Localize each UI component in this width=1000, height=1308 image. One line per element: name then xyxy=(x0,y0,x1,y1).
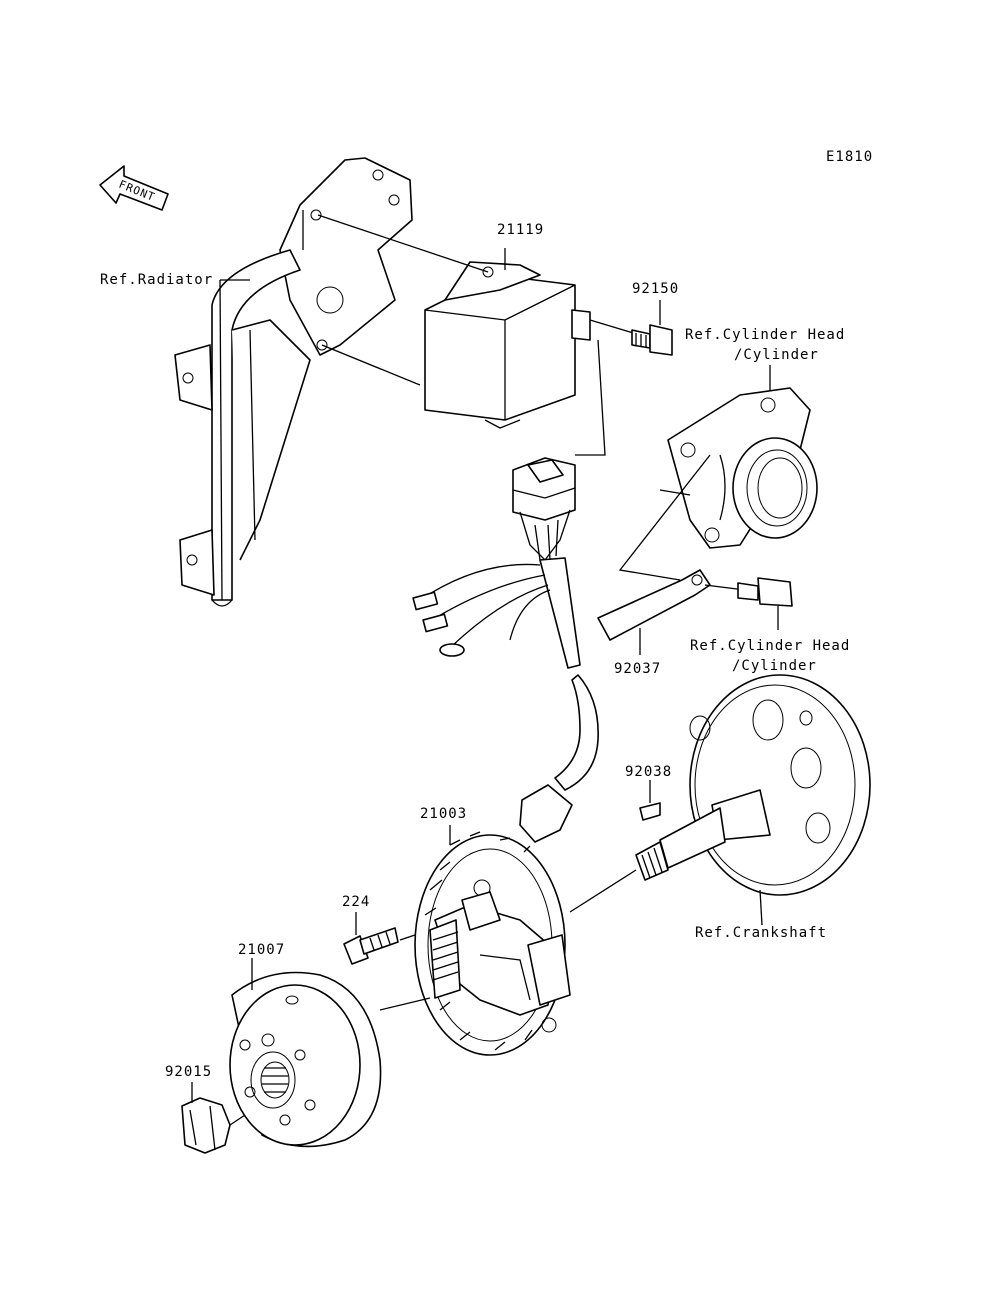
label-ref-cyl-head-1a: Ref.Cylinder Head xyxy=(685,327,845,343)
cdi-unit xyxy=(424,261,591,429)
label-21003: 21003 xyxy=(420,806,467,822)
label-21119: 21119 xyxy=(497,222,544,238)
bolt-plate xyxy=(704,577,793,607)
label-92150: 92150 xyxy=(632,281,679,297)
wiring-harness xyxy=(412,457,599,861)
front-arrow-icon: FRONT xyxy=(99,165,169,211)
bolt-92150 xyxy=(589,319,673,356)
label-21007: 21007 xyxy=(238,942,285,958)
label-224: 224 xyxy=(342,894,370,910)
label-ref-cyl-head-1b: /Cylinder xyxy=(734,347,819,363)
key-92038 xyxy=(639,802,661,821)
figure-code: E1810 xyxy=(826,149,873,165)
flywheel-21007 xyxy=(229,971,382,1148)
radiator-bracket xyxy=(174,157,413,607)
stator-21003 xyxy=(414,831,571,1056)
label-92015: 92015 xyxy=(165,1064,212,1080)
label-ref-cyl-head-2a: Ref.Cylinder Head xyxy=(690,638,850,654)
cylinder-head-flange xyxy=(659,387,818,549)
label-92038: 92038 xyxy=(625,764,672,780)
label-ref-radiator: Ref.Radiator xyxy=(100,272,213,288)
plate-92037 xyxy=(597,569,711,641)
label-ref-cyl-head-2b: /Cylinder xyxy=(732,658,817,674)
label-ref-crankshaft: Ref.Crankshaft xyxy=(695,925,827,941)
screw-224 xyxy=(343,927,399,965)
crankshaft xyxy=(635,674,871,896)
nut-92015 xyxy=(181,1097,246,1154)
label-92037: 92037 xyxy=(614,661,661,677)
